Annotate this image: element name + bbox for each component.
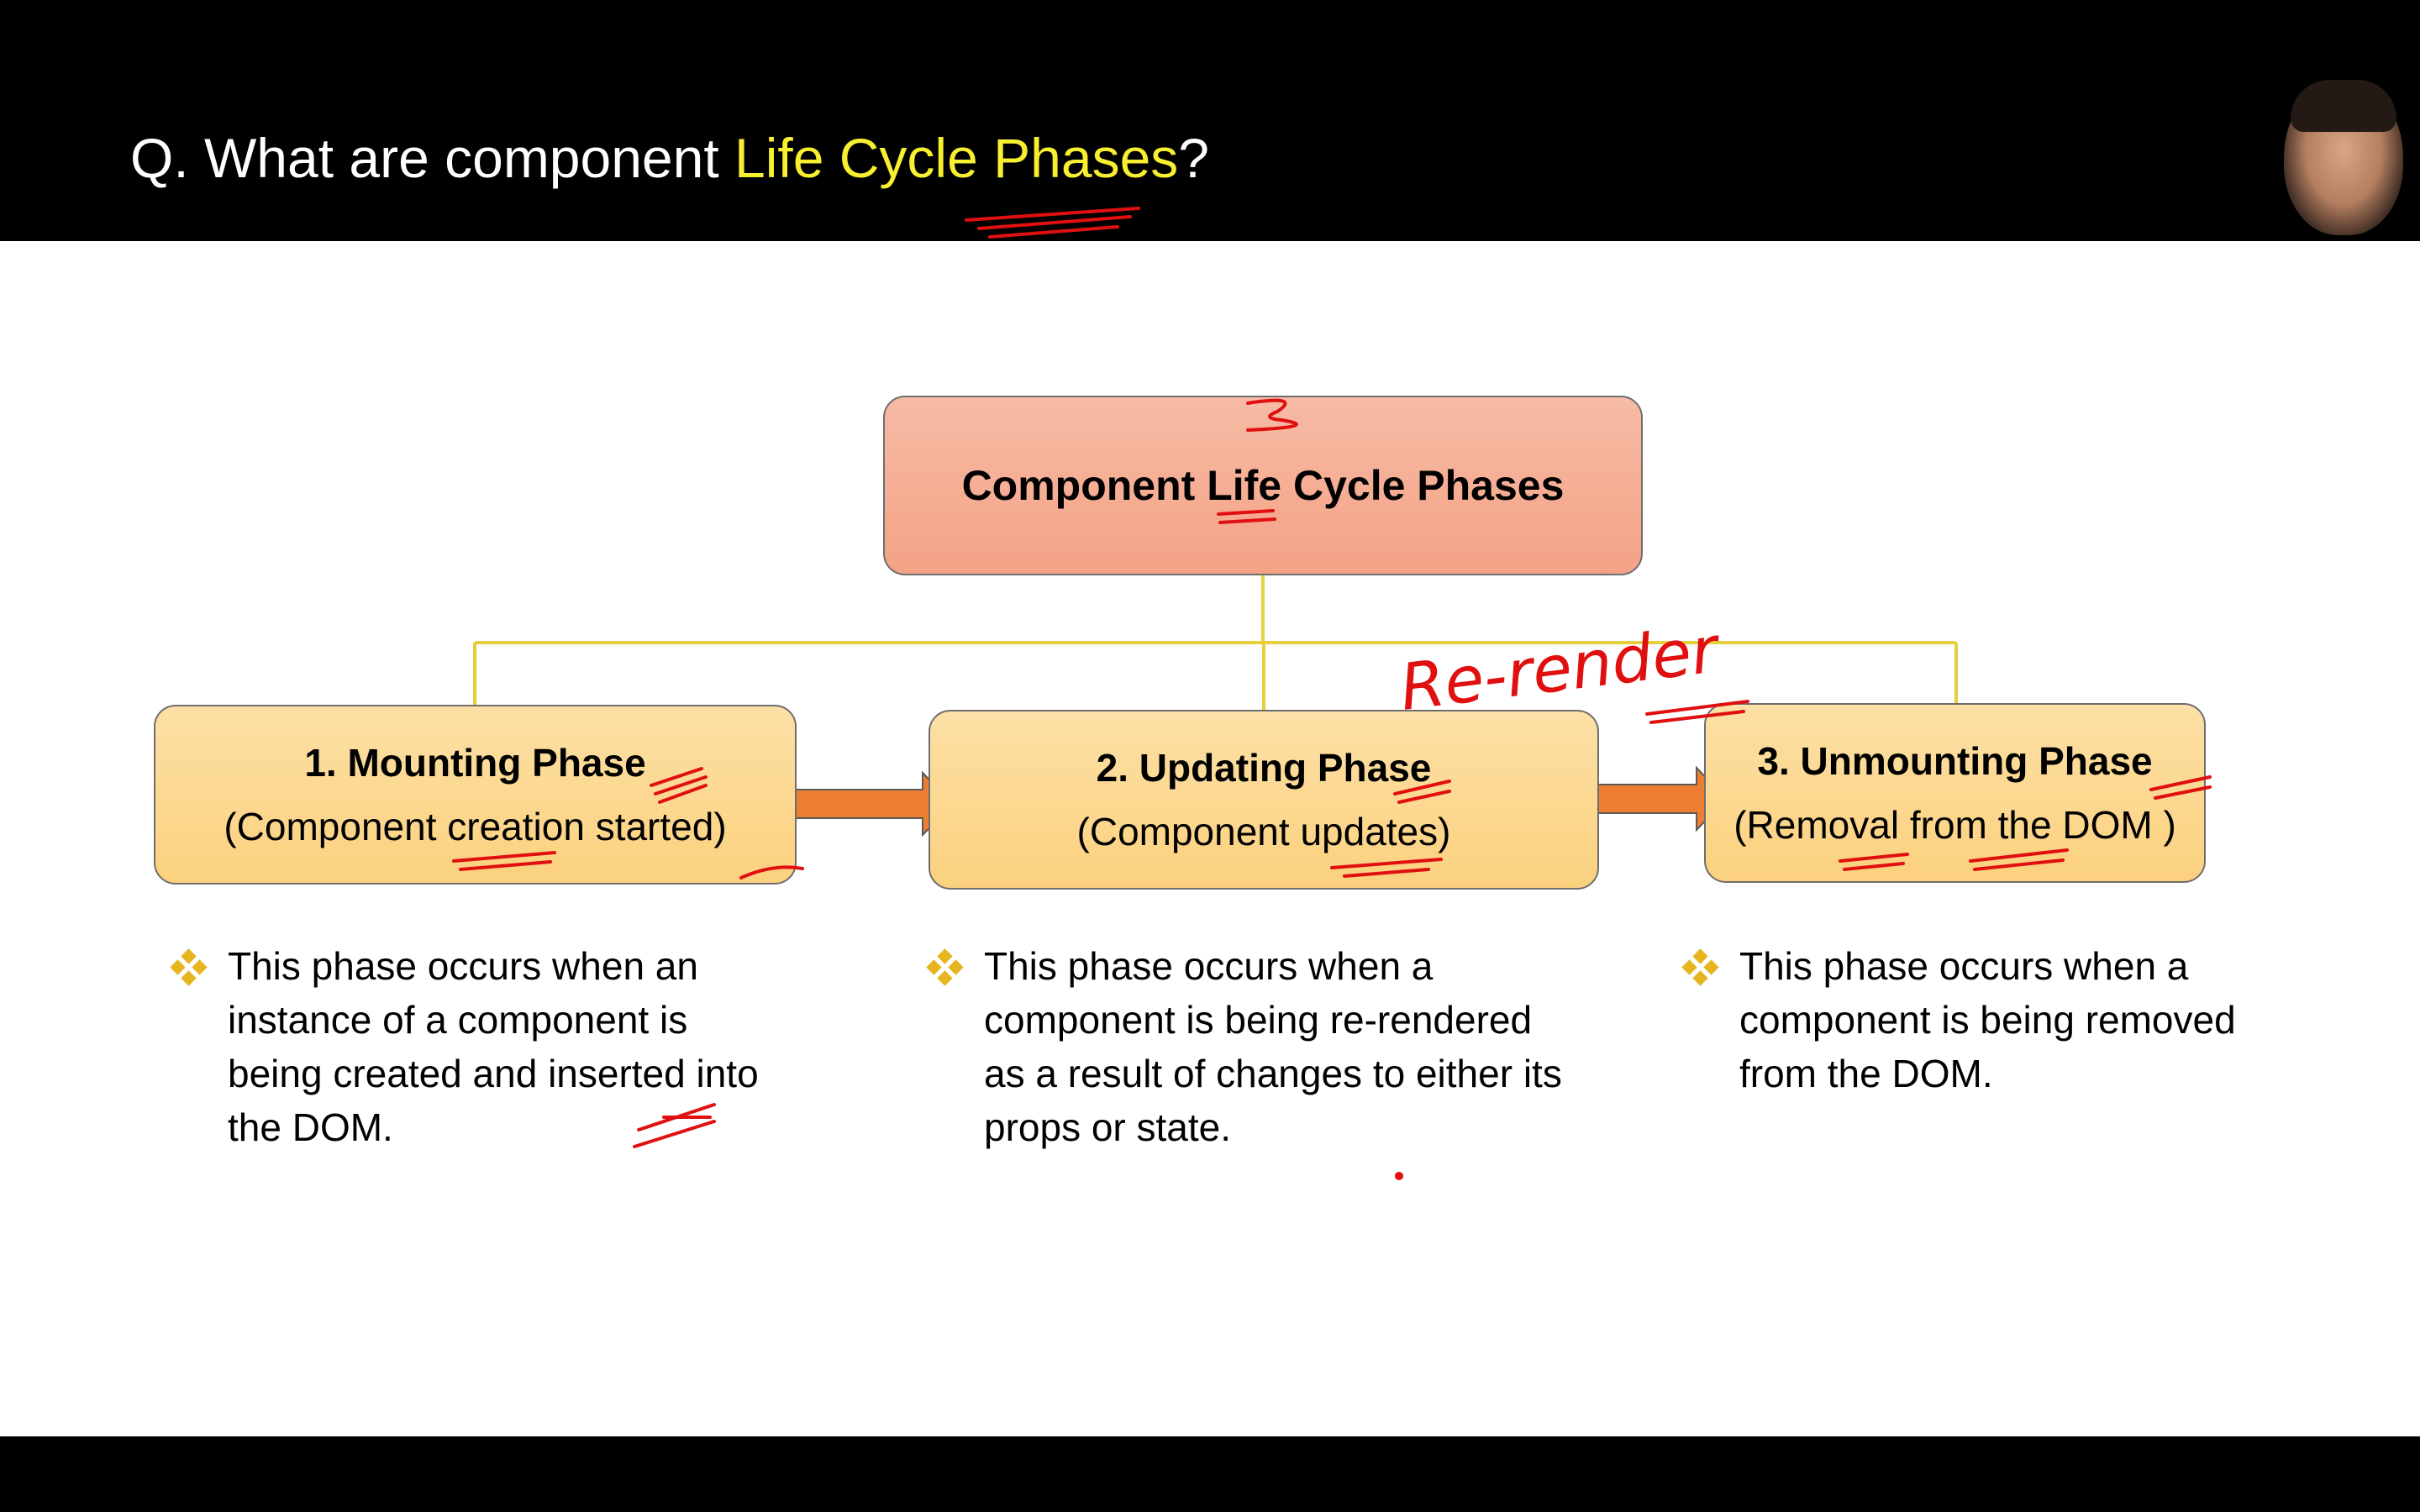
ink-underline-removal	[1839, 853, 1909, 871]
phase-subtitle-unmounting: (Removal from the DOM )	[1733, 803, 2176, 847]
phase-box-mounting: 1. Mounting Phase (Component creation st…	[154, 705, 797, 885]
phase-description-updating: This phase occurs when a component is be…	[926, 939, 1567, 1154]
description-text-mounting: This phase occurs when an instance of a …	[228, 944, 759, 1149]
phase-title-updating: 2. Updating Phase	[1096, 746, 1432, 790]
phase-description-mounting: This phase occurs when an instance of a …	[170, 939, 760, 1154]
description-text-unmounting: This phase occurs when a component is be…	[1739, 944, 2236, 1095]
ink-underline-title	[965, 207, 1140, 239]
slide-title: Q. What are component Life Cycle Phases?	[130, 126, 1209, 190]
ink-underline-life	[1217, 509, 1276, 524]
ink-mark-mounting-box	[739, 865, 804, 879]
ink-scribble-updating	[1393, 780, 1451, 804]
phase-subtitle-mounting: (Component creation started)	[224, 805, 727, 848]
ink-scribble-inserted	[633, 1103, 716, 1148]
root-node: Component Life Cycle Phases	[883, 396, 1643, 575]
ink-scribble-unmounting	[2149, 775, 2212, 800]
ink-underline-the-dom	[1969, 848, 2069, 871]
avatar-hair	[2291, 80, 2396, 132]
slide-header: Q. What are component Life Cycle Phases?	[0, 0, 2420, 241]
phase-box-updating: 2. Updating Phase (Component updates)	[929, 710, 1599, 890]
root-node-label: Component Life Cycle Phases	[961, 462, 1565, 509]
description-text-updating: This phase occurs when a component is be…	[984, 944, 1562, 1149]
title-prefix: Q. What are component	[130, 127, 735, 189]
phase-box-unmounting: 3. Unmounting Phase (Removal from the DO…	[1704, 703, 2206, 883]
presenter-avatar	[2284, 80, 2403, 235]
phase-description-unmounting: This phase occurs when a component is be…	[1681, 939, 2272, 1100]
ink-underline-creation	[452, 851, 556, 871]
ink-number-three	[1246, 398, 1298, 432]
ink-underline-rerender	[1645, 700, 1749, 724]
ink-underline-updates	[1330, 858, 1443, 878]
ink-handwritten-note: Re-render	[1396, 612, 1725, 725]
title-highlight: Life Cycle Phases	[734, 127, 1179, 189]
slide-footer	[0, 1436, 2420, 1512]
phase-title-mounting: 1. Mounting Phase	[304, 741, 646, 785]
phase-subtitle-updating: (Component updates)	[1076, 810, 1451, 853]
ink-dot	[1395, 1172, 1403, 1180]
phase-title-unmounting: 3. Unmounting Phase	[1757, 739, 2153, 783]
ink-scribble-mounting	[650, 767, 708, 804]
title-suffix: ?	[1178, 127, 1209, 189]
